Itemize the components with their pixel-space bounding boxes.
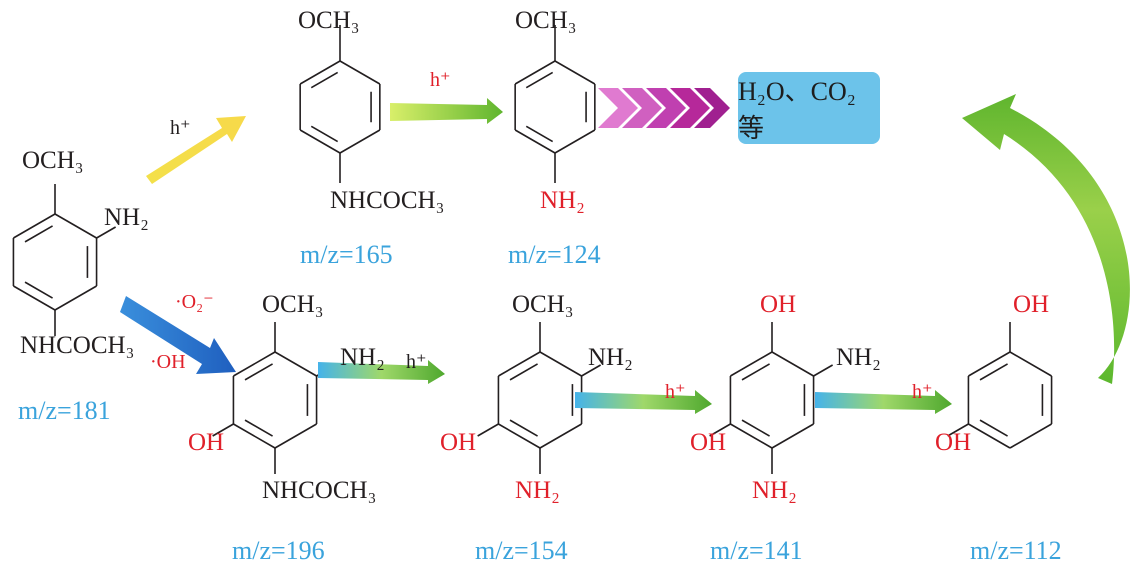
label-h-plus: h⁺ [912,381,933,403]
start-mz: m/z=181 [18,396,111,425]
bond [244,419,273,437]
bond [233,423,276,449]
top1-och3: OCH₃ [298,7,360,34]
bond [514,60,556,85]
top2-mz: m/z=124 [508,240,601,269]
bond [212,423,234,437]
start-nhcoch3: NHCOCH₃ [20,332,135,359]
bond [581,364,602,377]
arrow-bottom-1 [318,360,445,384]
bond [477,423,499,437]
bond [525,71,554,89]
bot1-och3: OCH₃ [262,291,324,318]
bond [13,213,56,239]
bond [498,423,541,449]
label-h-plus: h⁺ [406,351,427,373]
bot3-oh-top: OH [760,291,797,318]
arrow-blue-diagonal [120,296,236,374]
bond [730,351,773,377]
bot2-mz: m/z=154 [475,536,568,565]
bond [525,125,554,143]
bond [13,285,56,311]
bond [233,351,276,377]
top2-och3: OCH₃ [515,7,577,34]
bond [979,363,1008,381]
bond [299,60,341,85]
top1-nhcoch3: NHCOCH₃ [330,187,445,214]
bot3-mz: m/z=141 [710,536,803,565]
bond [730,423,773,449]
bond [813,364,834,377]
final-products-box: H₂O、CO₂等 [738,72,880,144]
bond [24,225,53,243]
benzene-rings [12,25,1053,474]
bond [310,71,339,89]
bond [54,285,97,311]
start-och3: OCH₃ [22,147,84,174]
bond [498,351,541,377]
bot1-nh2: NH₂ [340,344,385,371]
bond [509,419,538,437]
arrow-bottom-2 [575,390,712,414]
bond [771,351,814,377]
top1-mz: m/z=165 [300,240,393,269]
bond [771,423,814,449]
top2-nh2: NH₂ [540,187,585,214]
chevron-arrows [598,88,730,128]
bond [274,423,317,449]
curved-arrow-to-products [962,94,1130,384]
label-superoxide: ·O₂⁻ [175,291,214,313]
bond [24,281,53,299]
label-h-plus: h⁺ [665,381,686,403]
bond [539,351,582,377]
bond [339,60,381,85]
label-h-plus: h⁺ [170,117,191,139]
bot3-nh2-bottom: NH₂ [752,477,797,504]
bond [979,419,1008,437]
bot1-oh: OH [188,429,225,456]
bot3-nh2: NH₂ [836,344,881,371]
bond [339,129,381,154]
bond [310,125,339,143]
arrow-yellow [146,116,246,184]
bot4-oh: OH [935,429,972,456]
bond [947,423,969,437]
bond [1009,351,1052,377]
bot1-nhcoch3: NHCOCH₃ [262,477,377,504]
bond [968,351,1011,377]
start-nh2: NH₂ [104,204,149,231]
bond [554,129,596,154]
bot3-oh: OH [690,429,727,456]
bot4-mz: m/z=112 [970,536,1062,565]
bot2-nh2: NH₂ [588,344,633,371]
bond [554,60,596,85]
arrow-bottom-3 [815,390,952,414]
bond [96,226,117,239]
bond [274,351,317,377]
bot2-och3: OCH₃ [512,291,574,318]
bot2-nh2-bottom: NH₂ [515,477,560,504]
bond [709,423,731,437]
bond [509,363,538,381]
arrow-green-top [390,98,503,124]
label-h-plus: h⁺ [430,69,451,91]
bond [1009,423,1052,449]
bot4-oh-top: OH [1013,291,1050,318]
bond [741,363,770,381]
bond [539,423,582,449]
bond [741,419,770,437]
bond [244,363,273,381]
bond [54,213,97,239]
bond [968,423,1011,449]
bond [299,129,341,154]
bot2-oh: OH [440,429,477,456]
bot1-mz: m/z=196 [232,536,325,565]
bond [514,129,556,154]
label-hydroxyl-radical: ·OH [150,351,186,373]
